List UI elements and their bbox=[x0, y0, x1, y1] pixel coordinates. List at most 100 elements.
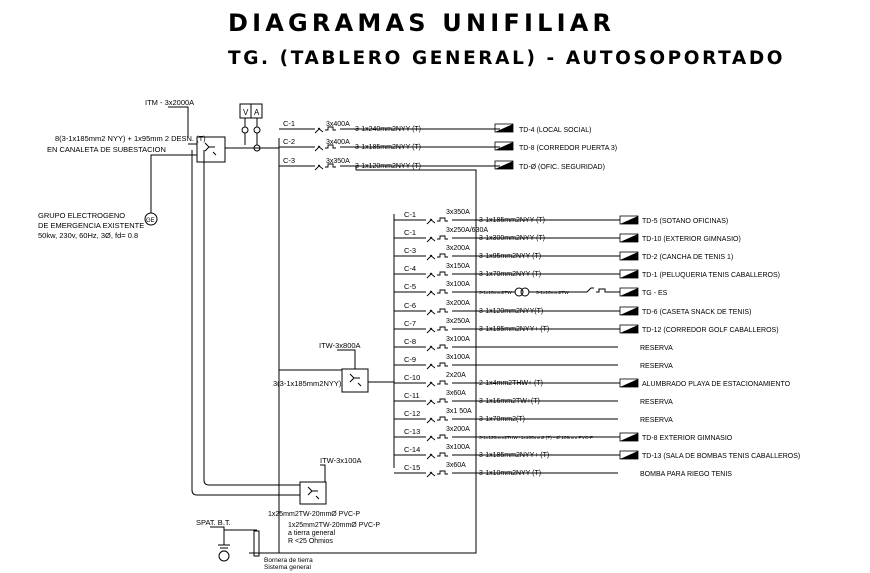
circuit-id: C-8 bbox=[404, 337, 416, 346]
cable-spec: 3-1x120mm2NYY(T) bbox=[479, 308, 543, 315]
itw100-box bbox=[299, 481, 327, 505]
panel-symbol bbox=[620, 234, 638, 242]
breaker-rating: 3x250A bbox=[446, 318, 470, 325]
destination-label: RESERVA bbox=[640, 345, 673, 352]
destination-label: RESERVA bbox=[640, 363, 673, 370]
circuit-row: C-6 3x200A 3-1x120mm2NYY(T) TD-6 (CASETA SN… bbox=[394, 300, 751, 316]
destination-label: TD-8 (CORREDOR PUERTA 3) bbox=[519, 145, 617, 152]
circuit-id: C-10 bbox=[404, 373, 420, 382]
destination-label: TG - ES bbox=[642, 290, 668, 297]
bornera-label-2: Sistema general bbox=[264, 564, 312, 571]
voltmeter-label: V bbox=[243, 108, 249, 117]
breaker-rating: 3x100A bbox=[446, 336, 470, 343]
circuit-id: C-14 bbox=[404, 445, 420, 454]
circuit-id: C-13 bbox=[404, 427, 420, 436]
circuit-row: C-8 3x100A RESERVA bbox=[394, 336, 673, 352]
panel-symbol bbox=[620, 451, 638, 459]
circuit-id: C-3 bbox=[283, 156, 295, 165]
ground-bar bbox=[253, 530, 260, 557]
panel-symbol bbox=[620, 288, 638, 296]
ground-note-1: 1x25mm2TW-20mmØ PVC-P bbox=[288, 522, 380, 529]
cable-spec: 3-1x70mm2NYY (T) bbox=[479, 271, 541, 278]
itw800-label: ITW-3x800A bbox=[319, 341, 361, 350]
cable-spec: 3-1x120mm2THW+1x100mm2 (T) - Ø 100mm PVC… bbox=[479, 435, 593, 441]
main-breaker-leader bbox=[168, 106, 189, 137]
cable-spec: 3-1x16mm2TW+(T) bbox=[479, 398, 540, 405]
cable-spec: 3-1x300mm2NYY (T) bbox=[479, 235, 545, 242]
circuit-id: C-1 bbox=[404, 210, 416, 219]
panel-symbol bbox=[620, 379, 638, 387]
breaker-rating: 3x350A bbox=[326, 158, 350, 165]
cable-spec: 3-1x16mm2TW bbox=[479, 290, 512, 296]
circuit-id: C-6 bbox=[404, 301, 416, 310]
breaker-rating: 3x100A bbox=[446, 281, 470, 288]
destination-label: TD-10 (EXTERIOR GIMNASIO) bbox=[642, 236, 741, 243]
destination-label: TD-6 (CASETA SNACK DE TENIS) bbox=[642, 309, 751, 316]
destination-label: TD-13 (SALA DE BOMBAS TENIS CABALLEROS) bbox=[642, 453, 800, 460]
breaker-rating: 2x20A bbox=[446, 372, 466, 379]
panel-symbol bbox=[495, 161, 513, 169]
cable-spec-2: 3-1x16mm2TW bbox=[536, 290, 569, 296]
circuit-id: C-15 bbox=[404, 463, 420, 472]
cable-spec: 3-1x240mm2NYY (T) bbox=[355, 126, 421, 133]
breaker-rating: 3x200A bbox=[446, 245, 470, 252]
supply-note: EN CANALETA DE SUBESTACION bbox=[47, 145, 166, 154]
ground-note-3: R <25 Ohmios bbox=[288, 538, 333, 545]
diagram-subtitle: TG. (TABLERO GENERAL) - AUTOSOPORTADO bbox=[228, 48, 786, 69]
generator-label-3: 50kw, 230v, 60Hz, 3Ø, fd= 0.8 bbox=[38, 231, 138, 240]
main-breaker-box bbox=[196, 136, 226, 163]
panel-symbol bbox=[620, 270, 638, 278]
top-circuit-row: C-2 3x400A 3-1x185mm2NYY (T) TD-8 (CORREDOR… bbox=[279, 137, 617, 152]
diagram-title: DIAGRAMAS UNIFILIAR bbox=[228, 9, 616, 37]
panel-symbol bbox=[620, 433, 638, 441]
spat-label: SPAT. B.T. bbox=[196, 518, 231, 527]
breaker-rating: 3x400A bbox=[326, 139, 350, 146]
circuit-id: C-1 bbox=[283, 119, 295, 128]
main-breaker-label: ITM - 3x2000A bbox=[145, 98, 194, 107]
circuit-id: C-2 bbox=[283, 137, 295, 146]
destination-label: ALUMBRADO PLAYA DE ESTACIONAMIENTO bbox=[642, 381, 791, 388]
feeder-cable-label: 3(3-1x185mm2NYY) bbox=[273, 379, 342, 388]
cable-spec: 3-1x120mm2NYY (T) bbox=[355, 163, 421, 170]
destination-label: RESERVA bbox=[640, 417, 673, 424]
panel-symbol bbox=[620, 307, 638, 315]
circuit-id: C-1 bbox=[404, 228, 416, 237]
cable-spec: 3-1x10mm2NYY (T) bbox=[479, 470, 541, 477]
cable-spec: 3-1x185mm2NYY (T) bbox=[355, 144, 421, 151]
cable-spec: 3-1x95mm2NYY (T) bbox=[479, 253, 541, 260]
panel-symbol bbox=[620, 216, 638, 224]
destination-label: TD-8 EXTERIOR GIMNASIO bbox=[642, 435, 733, 442]
circuit-id: C-7 bbox=[404, 319, 416, 328]
circuit-id: C-3 bbox=[404, 246, 416, 255]
generator-symbol bbox=[144, 212, 158, 226]
breaker-rating: 3x100A bbox=[446, 444, 470, 451]
destination-label: TD-1 (PELUQUERIA TENIS CABALLEROS) bbox=[642, 272, 780, 279]
generator-label-1: GRUPO ELECTROGENO bbox=[38, 211, 125, 220]
main-bus bbox=[225, 147, 280, 554]
breaker-rating: 3x200A bbox=[446, 300, 470, 307]
breaker-rating: 3x250A/630A bbox=[446, 227, 488, 234]
cable-spec: 2-1x4mm2THW+ (T) bbox=[479, 380, 543, 387]
circuit-id: C-11 bbox=[404, 391, 420, 400]
bornera-label-1: Bornera de tierra bbox=[264, 557, 313, 564]
circuit-id: C-5 bbox=[404, 282, 416, 291]
breaker-rating: 3x100A bbox=[446, 354, 470, 361]
ground-electrode bbox=[218, 550, 230, 562]
breaker-rating: 3x1 50A bbox=[446, 408, 472, 415]
circuit-id: C-4 bbox=[404, 264, 416, 273]
